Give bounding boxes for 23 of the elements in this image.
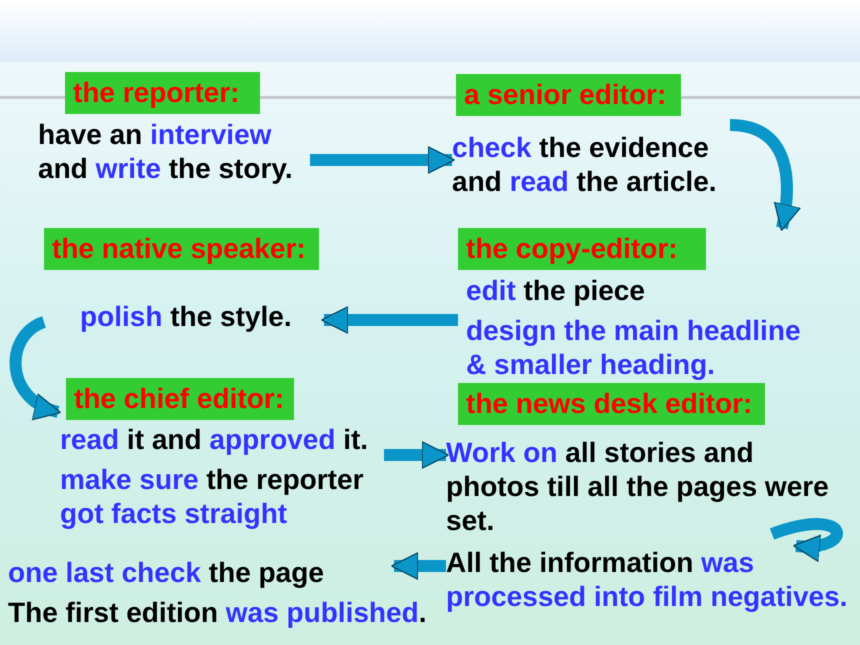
role-heading: a senior editor: xyxy=(456,74,681,116)
block-arrow xyxy=(10,316,62,418)
role-heading: the chief editor: xyxy=(66,378,294,420)
block-arrow xyxy=(310,146,456,174)
task-text: make sure the reporter got facts straight xyxy=(60,463,364,531)
task-text: check the evidence and read the article. xyxy=(452,131,718,199)
task-text: have an interview and write the story. xyxy=(38,118,294,186)
task-text: design the main headline & smaller heading. xyxy=(466,314,802,382)
task-text: read it and approved it. xyxy=(60,423,368,457)
block-arrow xyxy=(320,306,458,334)
role-heading: the native speaker: xyxy=(44,228,319,270)
task-text: Work on all stories and photos till all the pages were set. xyxy=(446,436,830,538)
block-arrow xyxy=(390,552,446,580)
role-heading: the copy-editor: xyxy=(458,228,706,270)
block-arrow xyxy=(770,518,843,561)
task-text: one last check the page xyxy=(8,556,324,590)
block-arrow xyxy=(384,441,450,469)
task-text: edit the piece xyxy=(466,274,645,308)
task-text: polish the style. xyxy=(80,300,292,334)
task-text: The first edition was published. xyxy=(8,596,426,630)
role-heading: the reporter: xyxy=(65,72,260,114)
role-heading: the news desk editor: xyxy=(458,383,765,425)
task-text: All the information was processed into film negatives. xyxy=(446,546,848,614)
